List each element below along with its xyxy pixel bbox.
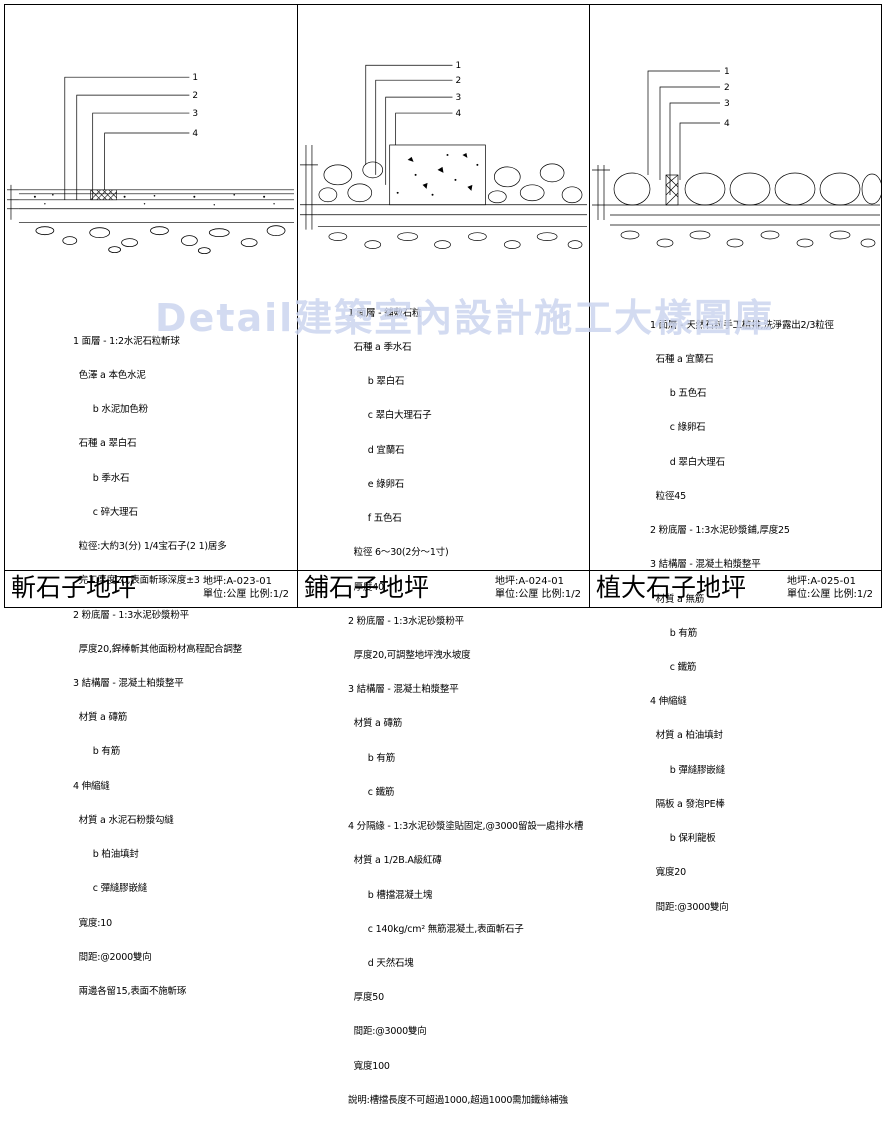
spec-notes-3: 1 面層 - 天然石粒手工植排,洗淨露出2/3粒徑 石種 a 宜蘭石 b 五色石… — [650, 297, 834, 936]
note-line: 石種 a 季水石 — [348, 342, 412, 354]
leader-label-3: 3 — [724, 99, 730, 109]
note-line: 厚度20,銲棒斬其他面粉材高程配合調整 — [73, 643, 243, 655]
note-line: 4 分隔緣 - 1:3水泥砂漿塗貼固定,@3000留設一處排水槽 — [348, 821, 584, 833]
note-line: d 翠白大理石 — [650, 456, 725, 468]
detail-title: 鋪石子地坪 — [304, 573, 430, 602]
note-line: 3 結構層 - 混凝土粕漿整平 — [73, 678, 184, 689]
note-line: b 槽擋混凝土塊 — [348, 889, 433, 901]
note-line: b 水泥加色粉 — [73, 404, 148, 416]
note-line: 材質 a 柏油填封 — [650, 730, 723, 742]
note-line: 完工厚度20,表面斬琢深度±3 — [73, 575, 200, 587]
detail-title: 植大石子地坪 — [596, 573, 747, 602]
note-line: 材質 a 磚筋 — [348, 718, 403, 730]
section-drawing-2: 1 2 3 4 — [299, 61, 588, 249]
note-line: 間距:@3000雙向 — [348, 1026, 427, 1038]
note-line: 粒徑45 — [650, 490, 687, 502]
note-line: 3 結構層 - 混凝土粕漿整平 — [348, 684, 459, 696]
note-line: 厚度20,可調整地坪洩水坡度 — [348, 650, 471, 661]
scale-label: 單位:公厘 比例:1/2 — [786, 589, 873, 600]
title-block-2: 鋪石子地坪 地坪:A-024-01 單位:公厘 比例:1/2 — [298, 570, 589, 607]
leader-label-2: 2 — [455, 76, 461, 86]
note-line: e 綠卵石 — [348, 478, 405, 490]
note-line: 4 伸縮縫 — [650, 696, 687, 708]
note-line: 厚度40 — [348, 581, 385, 593]
note-line: 材質 a 無筋 — [650, 593, 705, 605]
note-line: 2 粉底層 - 1:3水泥砂漿粉平 — [73, 609, 189, 621]
note-line: b 有筋 — [348, 752, 395, 764]
leader-label-2: 2 — [192, 91, 198, 101]
note-line: 3 結構層 - 混凝土粕漿整平 — [650, 559, 761, 571]
spec-notes-1: 1 面層 - 1:2水泥石粒斬球 色澤 a 本色水泥 b 水泥加色粉 石種 a … — [73, 313, 242, 1020]
note-line: 色澤 a 本色水泥 — [73, 370, 146, 382]
note-line: c 綠卵石 — [650, 422, 706, 434]
title-block-3: 植大石子地坪 地坪:A-025-01 單位:公厘 比例:1/2 — [590, 570, 881, 607]
note-line: 材質 a 1/2B.A級紅磚 — [348, 855, 442, 867]
spec-notes-2: 1 面層 - 舖敷石粒 石種 a 季水石 b 翠白石 c 翠白大理石子 d 宜蘭… — [348, 285, 583, 1129]
leader-label-3: 3 — [455, 93, 461, 103]
leader-label-1: 1 — [192, 73, 198, 83]
note-line: 1 面層 - 天然石粒手工植排,洗淨露出2/3粒徑 — [650, 319, 834, 331]
leader-label-1: 1 — [455, 61, 461, 71]
section-drawing-1: 1 2 3 4 — [6, 73, 295, 255]
note-line: b 翠白石 — [348, 376, 405, 388]
note-line: 材質 a 水泥石粉漿勾縫 — [73, 814, 174, 826]
leader-label-3: 3 — [192, 109, 198, 119]
note-line: 寬度20 — [650, 867, 687, 879]
note-line: c 彈縫膠嵌縫 — [73, 883, 148, 895]
note-line: 2 粉底層 - 1:3水泥砂漿鋪,厚度25 — [650, 525, 790, 537]
note-line: b 彈縫膠嵌縫 — [650, 764, 725, 776]
note-line: 粒徑 6～30(2分～1寸) — [348, 547, 449, 559]
leader-label-4: 4 — [192, 129, 198, 139]
detail-title: 斬石子地坪 — [11, 573, 137, 602]
leader-label-4: 4 — [455, 109, 461, 119]
note-line: 間距:@3000雙向 — [650, 901, 729, 913]
note-line: 石種 a 翠白石 — [73, 438, 137, 450]
detail-code: 地坪:A-023-01 單位:公厘 比例:1/2 — [203, 575, 289, 601]
drawing-number: 地坪:A-024-01 — [494, 576, 565, 587]
note-line: c 鐵筋 — [348, 786, 395, 798]
drawing-number: 地坪:A-025-01 — [786, 576, 857, 587]
note-line: 1 面層 - 舖敷石粒 — [348, 307, 422, 319]
note-line: c 140kg/cm² 無筋混凝土,表面斬石子 — [348, 923, 524, 935]
note-line: c 翠白大理石子 — [348, 410, 432, 422]
note-line: 4 伸縮縫 — [73, 780, 110, 792]
leader-label-2: 2 — [724, 83, 730, 93]
note-line: b 保利龍板 — [650, 833, 716, 845]
note-line: 1 面層 - 1:2水泥石粒斬球 — [73, 335, 180, 347]
title-block-1: 斬石子地坪 地坪:A-023-01 單位:公厘 比例:1/2 — [5, 570, 297, 607]
note-line: c 碎大理石 — [73, 506, 138, 518]
note-line: 隔板 a 發泡PE棒 — [650, 798, 725, 810]
note-line: b 季水石 — [73, 472, 130, 484]
note-line: 材質 a 磚筋 — [73, 712, 128, 724]
leader-label-4: 4 — [724, 119, 730, 129]
note-line: c 鐵筋 — [650, 662, 697, 673]
watermark: Detail建築室內設計施工大樣圖庫 — [155, 296, 775, 340]
note-line: b 五色石 — [650, 388, 707, 400]
scale-label: 單位:公厘 比例:1/2 — [202, 589, 289, 600]
note-line: 說明:槽擋長度不可超過1000,超過1000需加鐵絲補強 — [348, 1094, 568, 1106]
scale-label: 單位:公厘 比例:1/2 — [494, 589, 581, 600]
note-line: 寬度100 — [348, 1060, 390, 1072]
drawing-number: 地坪:A-023-01 — [202, 576, 273, 587]
section-drawing-3: 1 2 3 4 — [592, 67, 881, 248]
detail-code: 地坪:A-025-01 單位:公厘 比例:1/2 — [787, 575, 873, 601]
note-line: d 宜蘭石 — [348, 444, 405, 456]
note-line: b 有筋 — [73, 746, 120, 758]
note-line: 間距:@2000雙向 — [73, 951, 152, 963]
note-line: 粒徑:大約3(分) 1/4宝石子(2 1)居多 — [73, 541, 227, 553]
note-line: b 柏油填封 — [73, 849, 139, 861]
note-line: 石種 a 宜蘭石 — [650, 354, 714, 366]
note-line: d 天然石塊 — [348, 957, 414, 969]
note-line: 兩邊各留15,表面不施斬琢 — [73, 985, 187, 997]
note-line: f 五色石 — [348, 513, 402, 525]
note-line: 厚度50 — [348, 992, 385, 1004]
leader-label-1: 1 — [724, 67, 730, 77]
detail-code: 地坪:A-024-01 單位:公厘 比例:1/2 — [495, 575, 581, 601]
note-line: 寬度:10 — [73, 917, 113, 929]
note-line: b 有筋 — [650, 627, 697, 639]
drawing-sheet: 1 2 3 4 1 面層 - 1:2水泥石粒斬球 色澤 a 本色水泥 b 水泥加… — [4, 4, 882, 1106]
note-line: 2 粉底層 - 1:3水泥砂漿粉平 — [348, 615, 464, 627]
